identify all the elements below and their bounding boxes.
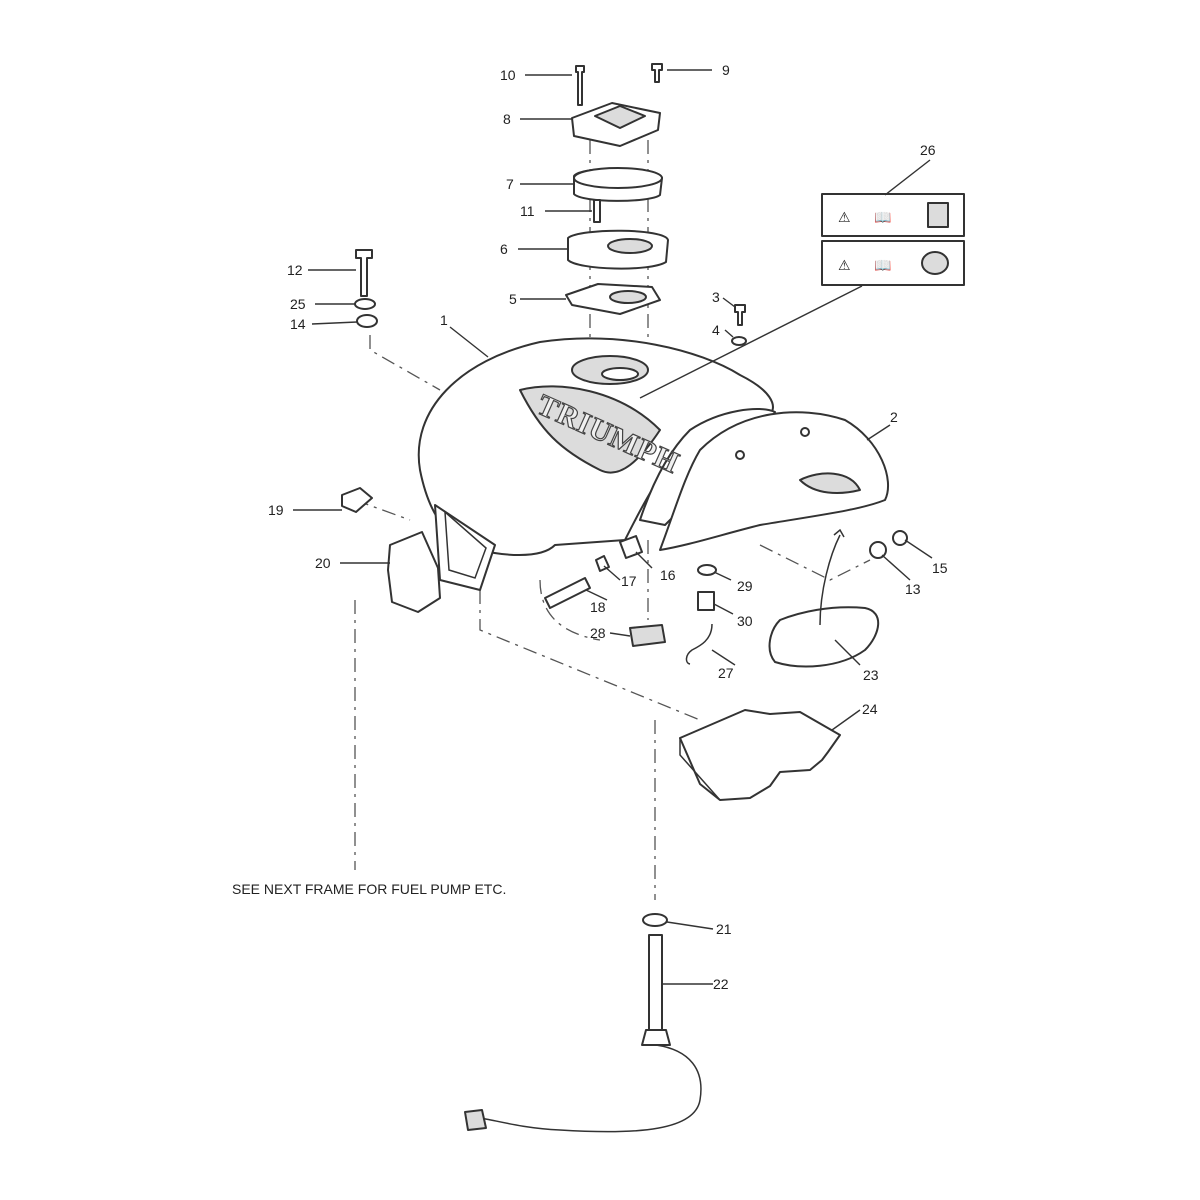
callout-10: 10 [500, 67, 516, 83]
helmet-icon [921, 251, 949, 275]
callout-12: 12 [287, 262, 303, 278]
manual-book-icon: 📖 [874, 209, 891, 225]
leader-lines [293, 69, 933, 985]
callout-8: 8 [503, 111, 511, 127]
callout-27: 27 [718, 665, 734, 681]
fuel-sensor [464, 934, 702, 1133]
callout-11: 11 [520, 203, 535, 219]
callout-19: 19 [268, 502, 284, 518]
callout-6: 6 [500, 241, 508, 257]
callout-28: 28 [590, 625, 606, 641]
warning-label: ⚠ 📖 ⚠ 📖 [821, 193, 965, 286]
callout-4: 4 [712, 322, 720, 338]
rear-cover [659, 411, 890, 551]
filler-cap-assembly [565, 102, 669, 315]
callout-14: 14 [290, 316, 306, 332]
foam-pad [679, 709, 841, 801]
manual-book-icon: 📖 [874, 257, 891, 273]
diagram-note: SEE NEXT FRAME FOR FUEL PUMP ETC. [232, 881, 506, 897]
callout-21: 21 [716, 921, 732, 937]
callout-30: 30 [737, 613, 753, 629]
callout-25: 25 [290, 296, 306, 312]
warning-triangle-icon: ⚠ [838, 209, 851, 225]
callout-17: 17 [621, 573, 637, 589]
callout-5: 5 [509, 291, 517, 307]
callout-24: 24 [862, 701, 878, 717]
callout-23: 23 [863, 667, 879, 683]
callout-numbers: 1 2 3 4 5 6 7 8 9 10 11 12 13 14 15 16 1… [268, 62, 948, 992]
callout-1: 1 [440, 312, 448, 328]
warning-triangle-icon: ⚠ [838, 257, 851, 273]
callout-13: 13 [905, 581, 921, 597]
callout-20: 20 [315, 555, 331, 571]
callout-22: 22 [713, 976, 729, 992]
fuel-pump-icon [927, 202, 949, 228]
callout-7: 7 [506, 176, 514, 192]
callout-3: 3 [712, 289, 720, 305]
callout-26: 26 [920, 142, 936, 158]
callout-29: 29 [737, 578, 753, 594]
callout-16: 16 [660, 567, 676, 583]
callout-2: 2 [890, 409, 898, 425]
callout-9: 9 [722, 62, 730, 78]
rubber-pad [768, 606, 880, 668]
callout-18: 18 [590, 599, 606, 615]
callout-15: 15 [932, 560, 948, 576]
gasket [387, 531, 441, 613]
